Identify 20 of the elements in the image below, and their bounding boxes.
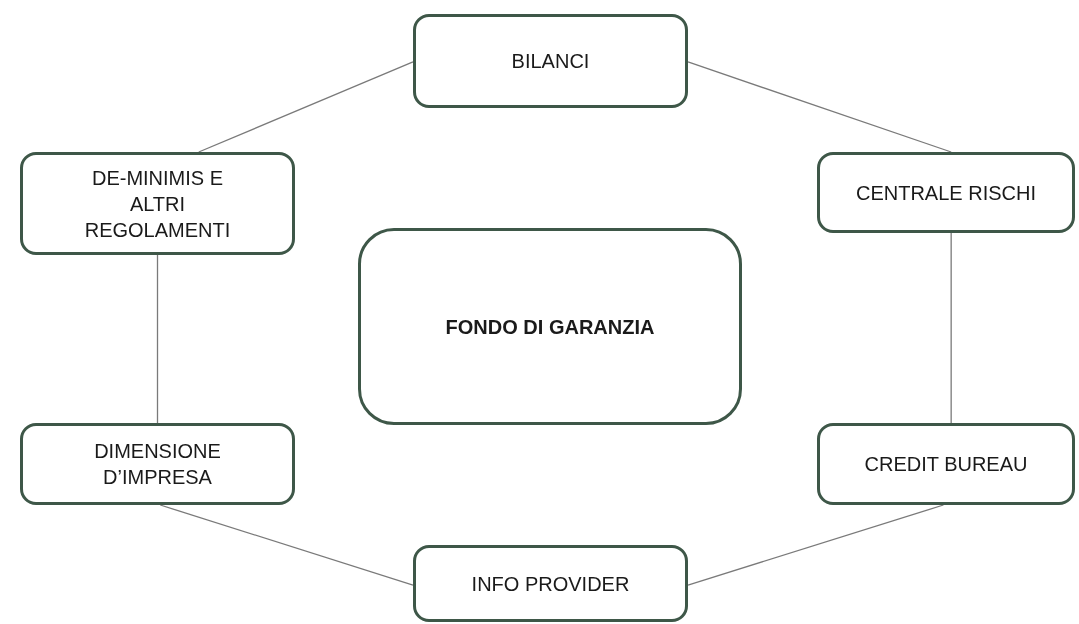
box-label: DIMENSIONE D’IMPRESA: [93, 439, 222, 490]
box-label: CREDIT BUREAU: [864, 452, 1028, 477]
text-box: [817, 423, 1075, 505]
box-label: BILANCI: [511, 49, 590, 74]
connector-line: [950, 232, 952, 424]
connector-line: [687, 504, 945, 586]
connector-line: [156, 254, 159, 424]
connector-line: [198, 61, 414, 153]
box-label: CENTRALE RISCHI: [856, 180, 1036, 206]
text-box: [817, 152, 1075, 233]
connector-line: [159, 504, 414, 586]
connector-line: [687, 61, 952, 153]
text-box: [413, 545, 688, 622]
box-label: FONDO DI GARANZIA: [445, 314, 655, 340]
text-box: [358, 228, 742, 425]
text-box: [20, 423, 295, 505]
text-box: [20, 152, 295, 255]
box-label: INFO PROVIDER: [471, 571, 630, 597]
box-label: DE-MINIMIS E ALTRI REGOLAMENTI: [83, 165, 232, 243]
text-box: [413, 14, 688, 108]
